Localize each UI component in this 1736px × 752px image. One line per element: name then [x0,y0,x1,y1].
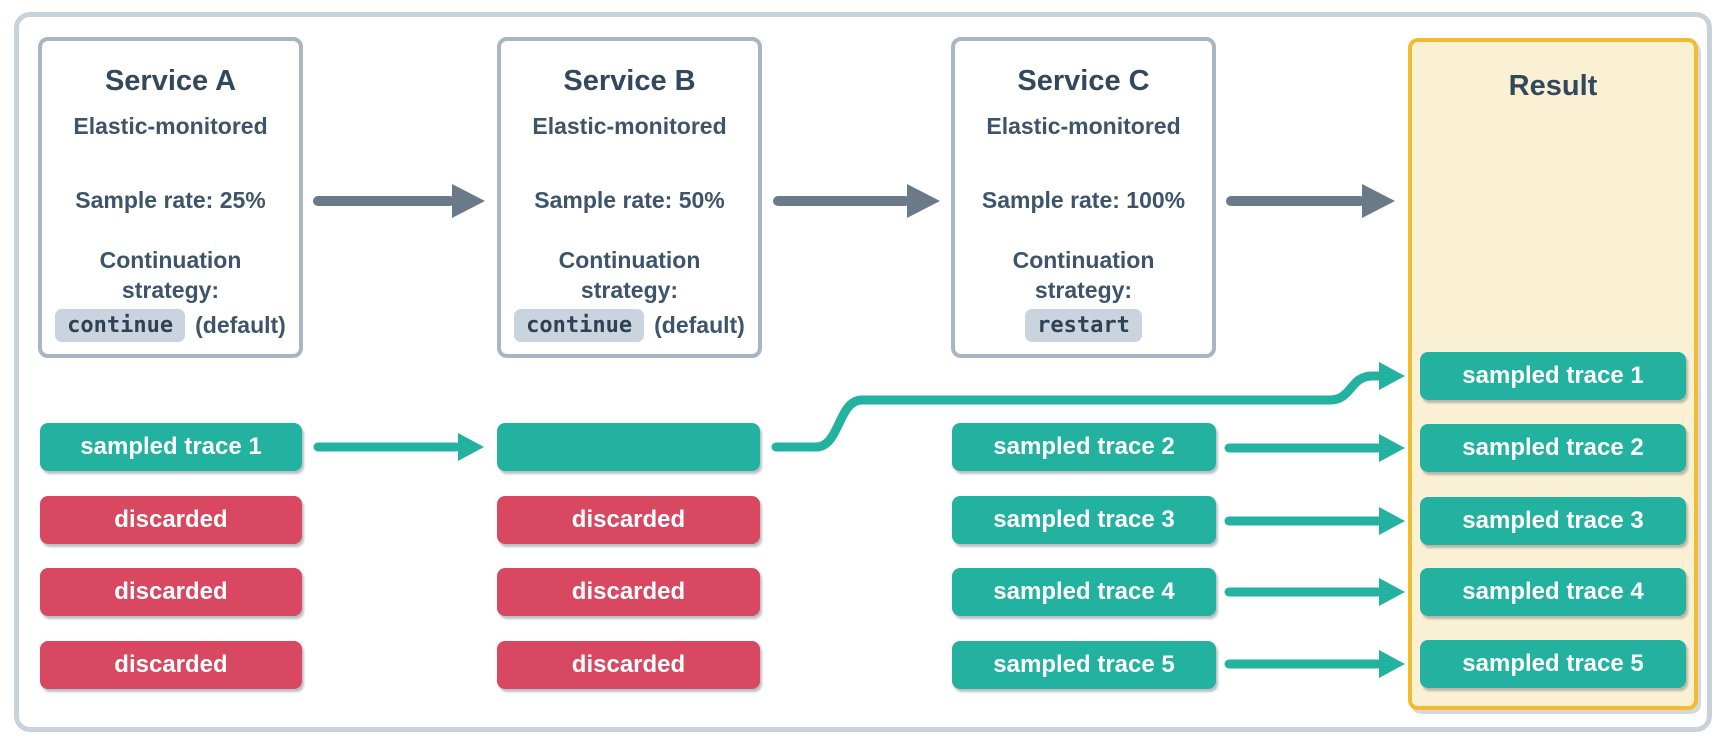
service-a-strategy-value: continue (default) [42,309,299,342]
service-c-strategy-value: restart [955,309,1212,342]
outer-frame [14,12,1712,732]
result-trace-box: sampled trace 2 [1420,424,1686,472]
service-a-sample-rate: Sample rate: 25% [75,187,266,213]
discarded-trace-box: discarded [497,496,760,544]
result-trace-box: sampled trace 4 [1420,568,1686,616]
service-b-strategy-suffix: (default) [654,312,745,338]
service-c-strategy-label: Continuation strategy: [1012,247,1155,303]
result-trace-box: sampled trace 5 [1420,640,1686,688]
sampled-trace-box: sampled trace 1 [40,423,302,471]
discarded-trace-box: discarded [40,568,302,616]
service-a-monitored: Elastic-monitored [73,113,268,139]
service-c-monitored: Elastic-monitored [986,113,1181,139]
discarded-trace-box: discarded [40,641,302,689]
service-b-strategy-value: continue (default) [501,309,758,342]
service-b-sample-rate: Sample rate: 50% [534,187,725,213]
service-b-strategy-code: continue [514,309,645,342]
discarded-trace-box: discarded [497,568,760,616]
service-a-strategy-label: Continuation strategy: [99,247,242,303]
service-c-box: Service C Elastic-monitored Sample rate:… [951,37,1216,358]
sampled-trace-box: sampled trace 4 [952,568,1216,616]
result-title: Result [1508,70,1598,102]
sampled-trace-box: sampled trace 3 [952,496,1216,544]
service-a-title: Service A [104,65,237,97]
service-b-title: Service B [563,65,696,97]
result-trace-box: sampled trace 3 [1420,497,1686,545]
discarded-trace-box: discarded [40,496,302,544]
result-trace-box: sampled trace 1 [1420,352,1686,400]
service-b-monitored: Elastic-monitored [532,113,727,139]
sampled-trace-box: sampled trace 2 [952,423,1216,471]
sampled-trace-box-unlabeled [497,423,760,471]
service-c-title: Service C [1017,65,1150,97]
service-b-box: Service B Elastic-monitored Sample rate:… [497,37,762,358]
service-c-strategy-code: restart [1025,309,1142,342]
service-a-strategy-code: continue [55,309,186,342]
service-a-box: Service A Elastic-monitored Sample rate:… [38,37,303,358]
service-a-strategy-suffix: (default) [195,312,286,338]
discarded-trace-box: discarded [497,641,760,689]
service-b-strategy-label: Continuation strategy: [558,247,701,303]
service-c-sample-rate: Sample rate: 100% [981,187,1186,213]
sampled-trace-box: sampled trace 5 [952,641,1216,689]
